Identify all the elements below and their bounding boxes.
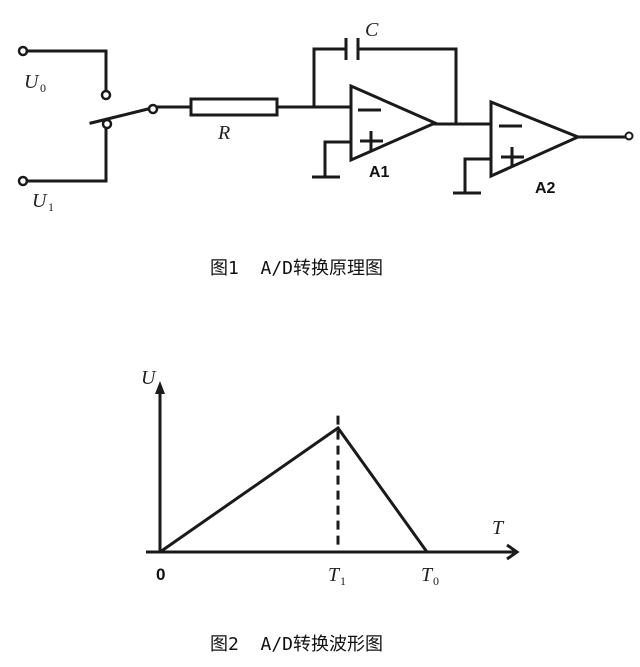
figure2-caption: 图2 A/D转换波形图 [210,634,383,655]
feedback-wire-left [312,47,347,109]
u0-label: U [24,71,40,93]
x-axis-arrow [506,543,520,561]
a2-ground-wire [463,157,492,195]
tick-label-t1: T [328,564,341,586]
tick-label-t1-subscript: 1 [340,574,346,588]
tick-label-t0: T [421,564,434,586]
u0-wire [25,49,108,92]
opamp-a1-label: A1 [369,164,390,181]
feedback-wire-right [357,47,458,126]
figure1-caption: 图1 A/D转换原理图 [210,258,383,279]
output-terminal [624,131,634,141]
switch-blade [89,107,150,125]
u1-label: U [32,190,48,212]
capacitor-label: C [365,19,379,41]
u1-wire [25,126,108,183]
u0-subscript: 0 [40,81,46,95]
resistor [189,97,279,117]
waveform-chart: U T 0 T 1 T 0 [141,367,520,588]
opamp-a1 [349,83,439,163]
switch-pivot [147,103,159,115]
y-axis-label: U [141,367,157,389]
opamp-a2 [489,99,582,179]
u1-subscript: 1 [48,200,54,214]
circuit-diagram: U 0 U 1 R C A1 A2 [17,19,634,214]
opamp-a2-label: A2 [535,180,556,197]
y-axis-arrow [155,381,165,394]
x-axis-label: T [492,517,505,539]
resistor-label: R [217,122,230,144]
a1-ground-wire [323,140,352,179]
origin-label: 0 [156,565,165,584]
switch-contact-u0 [100,89,112,101]
tick-label-t0-subscript: 0 [433,574,439,588]
waveform-line [159,425,429,554]
